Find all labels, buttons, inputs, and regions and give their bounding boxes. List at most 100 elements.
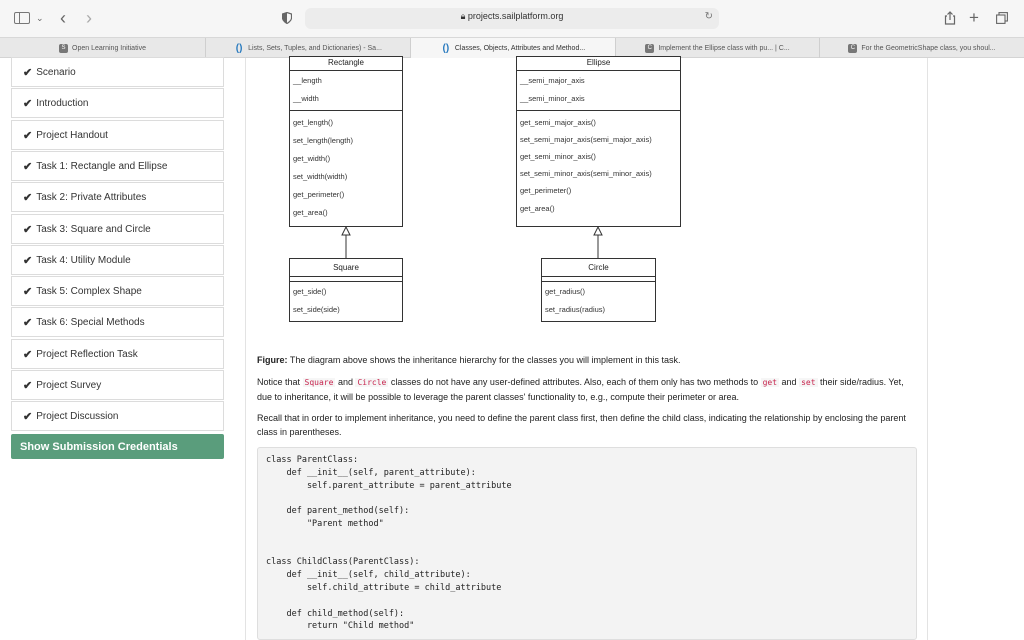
share-icon[interactable] bbox=[944, 9, 956, 27]
code-line: self.child_attribute = child_attribute bbox=[266, 582, 502, 593]
sidebar-item-task-6[interactable]: ✔Task 6: Special Methods bbox=[11, 307, 224, 337]
sidebar-item-introduction[interactable]: ✔Introduction bbox=[11, 88, 224, 118]
check-icon: ✔ bbox=[23, 379, 33, 392]
text: and bbox=[779, 377, 800, 387]
shield-icon[interactable] bbox=[282, 9, 292, 27]
sidebar-item-label: Task 3: Square and Circle bbox=[36, 223, 151, 235]
tab-label: Classes, Objects, Attributes and Method.… bbox=[454, 44, 586, 52]
methods-section: get_side() set_side(side) bbox=[290, 281, 402, 322]
sidebar-item-task-2[interactable]: ✔Task 2: Private Attributes bbox=[11, 182, 224, 212]
code-line: class ChildClass(ParentClass): bbox=[266, 557, 420, 568]
check-icon: ✔ bbox=[23, 410, 33, 423]
site-icon: C bbox=[645, 43, 655, 53]
sidebar-item-label: Project Handout bbox=[36, 129, 108, 141]
method: get_area() bbox=[520, 204, 555, 213]
method: get_perimeter() bbox=[520, 186, 572, 195]
check-icon: ✔ bbox=[23, 348, 33, 361]
ellipse-class-box: Ellipse __semi_major_axis __semi_minor_a… bbox=[516, 56, 681, 227]
code-line: def __init__(self, parent_attribute): bbox=[266, 467, 476, 478]
attribute: __semi_minor_axis bbox=[520, 94, 585, 103]
method: get_area() bbox=[293, 208, 328, 217]
sidebar-item-label: Introduction bbox=[36, 97, 89, 109]
attribute: __semi_major_axis bbox=[520, 76, 585, 85]
text: their side/radius. Yet, due to inheritan… bbox=[257, 377, 904, 402]
code-line bbox=[266, 595, 908, 608]
tab-label: Lists, Sets, Tuples, and Dictionaries) -… bbox=[248, 44, 382, 52]
browser-toolbar: ⌄ ‹ › 🔒︎ projects.sailplatform.org ↻ + bbox=[0, 0, 1024, 37]
inline-code-circle: Circle bbox=[355, 378, 389, 387]
check-icon: ✔ bbox=[23, 66, 33, 79]
tab-classes-objects[interactable]: () Classes, Objects, Attributes and Meth… bbox=[411, 38, 616, 58]
method: set_width(width) bbox=[293, 172, 348, 181]
check-icon: ✔ bbox=[23, 129, 33, 142]
figure-label: Figure: bbox=[257, 355, 288, 365]
attributes-section: __semi_major_axis __semi_minor_axis bbox=[517, 71, 680, 111]
forward-icon[interactable]: › bbox=[86, 7, 92, 28]
check-icon: ✔ bbox=[23, 97, 33, 110]
inheritance-arrow-circle bbox=[593, 226, 603, 258]
url-text: projects.sailplatform.org bbox=[467, 11, 564, 21]
attribute: __length bbox=[293, 76, 322, 85]
code-block[interactable]: class ParentClass: def __init__(self, pa… bbox=[257, 447, 917, 640]
sidebar-item-label: Task 1: Rectangle and Ellipse bbox=[36, 160, 168, 172]
code-line: self.parent_attribute = parent_attribute bbox=[266, 480, 512, 491]
figure-caption: Figure: The diagram above shows the inhe… bbox=[257, 353, 917, 367]
back-icon[interactable]: ‹ bbox=[60, 7, 66, 28]
method: set_semi_minor_axis(semi_minor_axis) bbox=[520, 169, 652, 178]
tab-open-learning[interactable]: S Open Learning Initiative bbox=[0, 38, 206, 58]
class-title: Square bbox=[290, 259, 402, 277]
tab-lists-sets[interactable]: () Lists, Sets, Tuples, and Dictionaries… bbox=[206, 38, 411, 58]
method: set_semi_major_axis(semi_major_axis) bbox=[520, 135, 652, 144]
sidebar-item-survey[interactable]: ✔Project Survey bbox=[11, 370, 224, 400]
sidebar-item-task-5[interactable]: ✔Task 5: Complex Shape bbox=[11, 276, 224, 306]
chevron-down-icon[interactable]: ⌄ bbox=[36, 12, 44, 23]
tab-label: For the GeometricShape class, you shoul.… bbox=[861, 44, 996, 52]
site-icon: C bbox=[848, 43, 858, 53]
sidebar-item-scenario[interactable]: ✔Scenario bbox=[11, 57, 224, 87]
text: classes do not have any user-defined att… bbox=[388, 377, 761, 387]
sidebar-toggle-icon[interactable] bbox=[14, 12, 30, 24]
sidebar-item-discussion[interactable]: ✔Project Discussion bbox=[11, 401, 224, 431]
sidebar-item-label: Task 2: Private Attributes bbox=[36, 191, 147, 203]
code-line: "Parent method" bbox=[266, 518, 384, 529]
sidebar-item-reflection[interactable]: ✔Project Reflection Task bbox=[11, 339, 224, 369]
check-icon: ✔ bbox=[23, 191, 33, 204]
method: set_length(length) bbox=[293, 136, 354, 145]
inline-code-get: get bbox=[760, 378, 780, 387]
show-credentials-button[interactable]: Show Submission Credentials bbox=[11, 434, 224, 459]
tab-label: Open Learning Initiative bbox=[72, 44, 146, 52]
sidebar-item-task-1[interactable]: ✔Task 1: Rectangle and Ellipse bbox=[11, 151, 224, 181]
sidebar-item-label: Project Survey bbox=[36, 379, 102, 391]
code-line: def __init__(self, child_attribute): bbox=[266, 570, 471, 581]
tab-overview-icon[interactable] bbox=[996, 9, 1008, 27]
code-line: return "Child method" bbox=[266, 621, 415, 632]
attributes-section: __length __width bbox=[290, 71, 402, 111]
sidebar-item-project-handout[interactable]: ✔Project Handout bbox=[11, 120, 224, 150]
rectangle-class-box: Rectangle __length __width get_length() … bbox=[289, 56, 403, 227]
sidebar-item-task-3[interactable]: ✔Task 3: Square and Circle bbox=[11, 214, 224, 244]
lock-icon: 🔒︎ bbox=[460, 11, 468, 21]
method: get_side() bbox=[293, 287, 327, 296]
tab-geometric-shape[interactable]: C For the GeometricShape class, you shou… bbox=[820, 38, 1024, 58]
inheritance-arrow-square bbox=[341, 226, 351, 258]
check-icon: ✔ bbox=[23, 285, 33, 298]
method: get_width() bbox=[293, 154, 331, 163]
sidebar-item-label: Project Reflection Task bbox=[36, 348, 138, 360]
check-icon: ✔ bbox=[23, 254, 33, 267]
text: and bbox=[335, 377, 356, 387]
check-icon: ✔ bbox=[23, 160, 33, 173]
inline-code-set: set bbox=[799, 378, 818, 387]
method: set_radius(radius) bbox=[545, 305, 606, 314]
paragraph-recall: Recall that in order to implement inheri… bbox=[257, 413, 906, 437]
method: get_semi_major_axis() bbox=[520, 118, 596, 127]
sidebar-item-label: Scenario bbox=[36, 66, 76, 78]
code-line: class ParentClass: bbox=[266, 455, 359, 465]
tab-implement-ellipse[interactable]: C Implement the Ellipse class with pu...… bbox=[616, 38, 820, 58]
address-bar[interactable]: 🔒︎ projects.sailplatform.org ↻ bbox=[305, 8, 719, 29]
square-class-box: Square get_side() set_side(side) bbox=[289, 258, 403, 322]
new-tab-icon[interactable]: + bbox=[969, 8, 979, 27]
code-line: def child_method(self): bbox=[266, 608, 405, 619]
code-line bbox=[266, 531, 908, 544]
reload-icon[interactable]: ↻ bbox=[704, 11, 713, 22]
sidebar-item-task-4[interactable]: ✔Task 4: Utility Module bbox=[11, 245, 224, 275]
